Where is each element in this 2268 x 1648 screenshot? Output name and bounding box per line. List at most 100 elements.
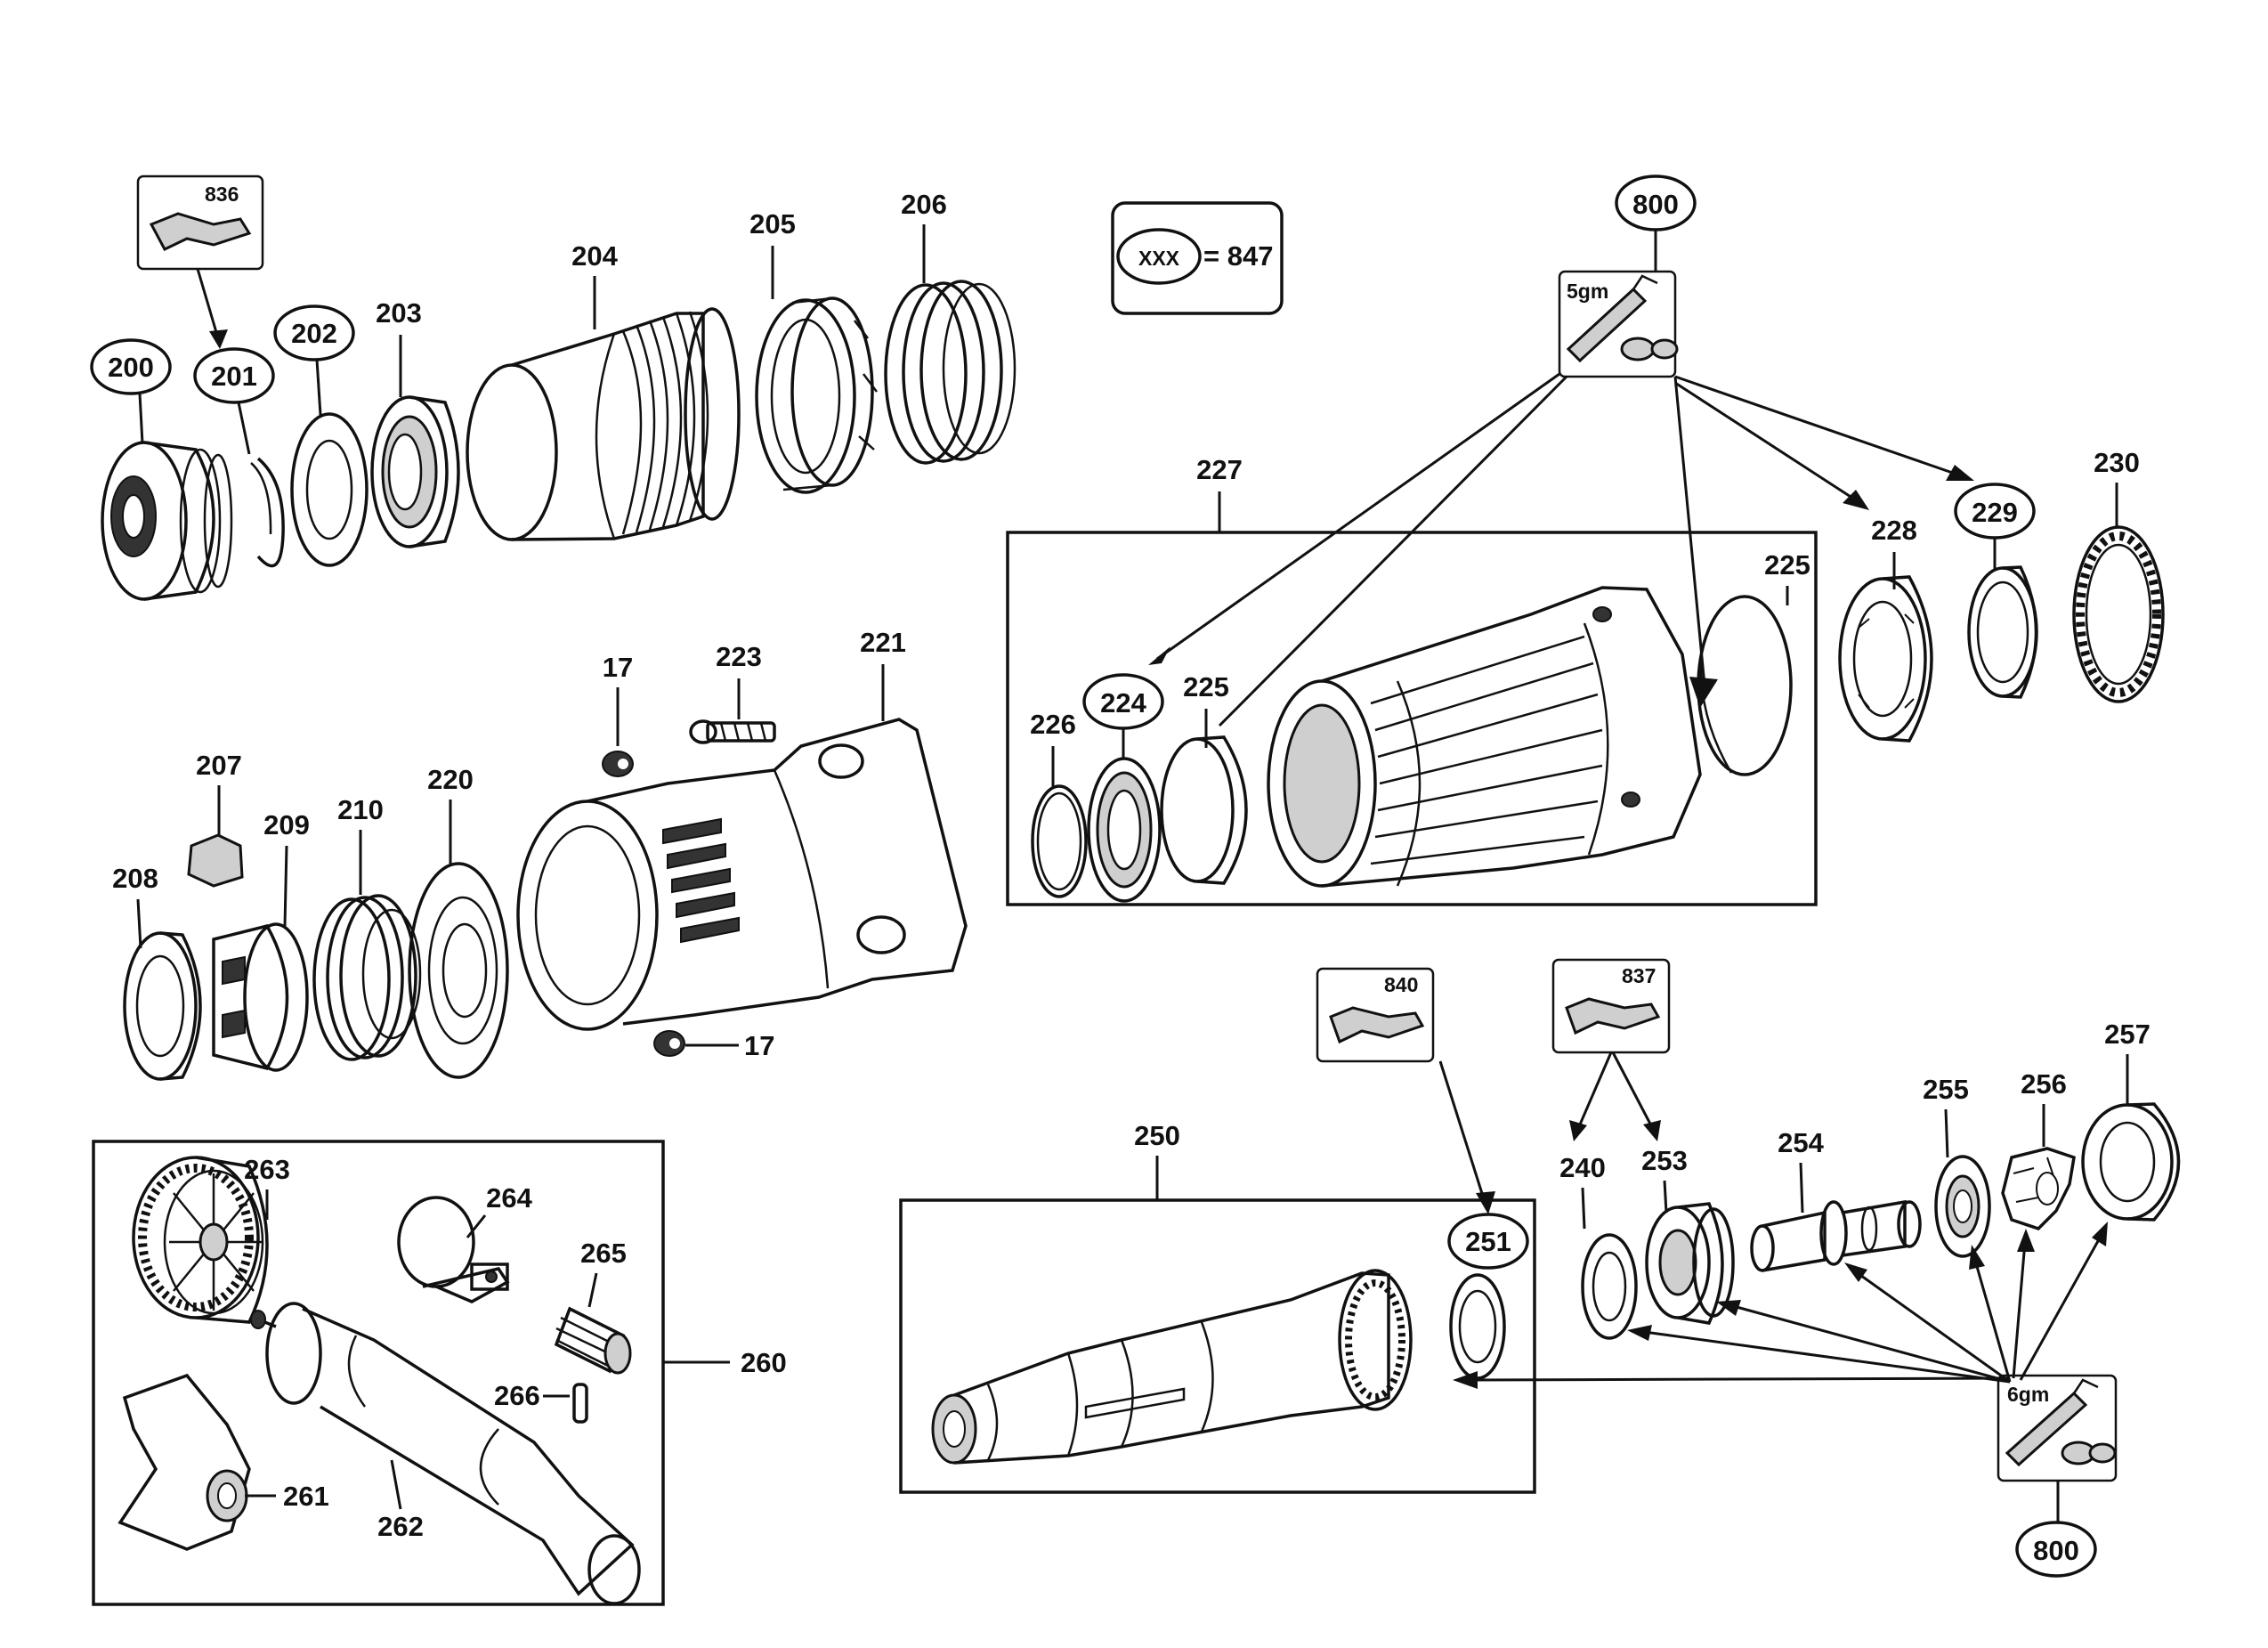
callout-17-upper: 17	[603, 652, 633, 683]
part-209[interactable]	[212, 922, 309, 1072]
part-255[interactable]	[1934, 1155, 1991, 1258]
leader-262	[390, 1459, 402, 1510]
callout-220: 220	[427, 764, 474, 795]
part-220[interactable]	[408, 862, 509, 1079]
callout-256: 256	[2021, 1068, 2067, 1100]
part-257[interactable]	[2081, 1102, 2181, 1222]
callout-230: 230	[2094, 447, 2140, 478]
part-200[interactable]	[101, 441, 233, 601]
kit-840-box[interactable]: 840	[1316, 967, 1435, 1063]
callout-255: 255	[1923, 1074, 1969, 1105]
leader-840	[1438, 1060, 1486, 1203]
kit-840-label: 840	[1384, 973, 1418, 996]
callout-201: 201	[193, 347, 275, 455]
kit-clip-icon	[149, 212, 252, 251]
grease-6gm-box[interactable]: 6gm	[1997, 1374, 2118, 1482]
part-224[interactable]	[1087, 757, 1162, 903]
part-204[interactable]	[466, 307, 741, 541]
part-17-lower[interactable]	[653, 1030, 685, 1057]
svg-text:202: 202	[291, 318, 337, 349]
grease-tube-icon	[1566, 274, 1679, 363]
part-206[interactable]	[884, 280, 1017, 465]
leader-264	[466, 1214, 487, 1238]
callout-206: 206	[901, 189, 947, 220]
kit-837-label: 837	[1622, 964, 1656, 987]
part-251[interactable]	[1449, 1273, 1506, 1380]
part-228[interactable]	[1838, 575, 1933, 743]
part-264[interactable]	[397, 1196, 510, 1303]
callout-800-top: 800	[1615, 175, 1697, 271]
legend-value: = 847	[1203, 240, 1273, 272]
part-266[interactable]	[572, 1383, 588, 1424]
part-205[interactable]	[755, 296, 878, 494]
callout-262: 262	[377, 1511, 424, 1542]
callout-208: 208	[112, 863, 158, 894]
kit-837-box[interactable]: 837	[1551, 958, 1671, 1054]
part-207[interactable]	[187, 833, 244, 888]
part-208[interactable]	[123, 931, 202, 1081]
callout-265: 265	[580, 1238, 627, 1269]
leader-265	[587, 1272, 598, 1308]
callout-257: 257	[2104, 1019, 2151, 1050]
leader-208	[136, 898, 142, 949]
kit-836-box[interactable]: 836	[136, 175, 264, 271]
part-229[interactable]	[1967, 565, 2038, 699]
part-225-outer[interactable]	[1697, 595, 1793, 776]
leader-255	[1944, 1108, 1949, 1158]
grease-5gm-box[interactable]: 5gm	[1558, 270, 1679, 378]
callout-253: 253	[1641, 1145, 1688, 1176]
callout-227: 227	[1196, 454, 1243, 485]
svg-text:201: 201	[211, 361, 257, 392]
part-262[interactable]	[250, 1302, 641, 1605]
kit-clip-icon	[1329, 1006, 1425, 1044]
callout-221: 221	[860, 627, 906, 658]
leader-209	[283, 845, 288, 927]
callout-228: 228	[1871, 515, 1917, 546]
part-254[interactable]	[1750, 1199, 1922, 1272]
part-203[interactable]	[370, 395, 460, 548]
part-261[interactable]	[117, 1373, 251, 1551]
part-202[interactable]	[290, 412, 369, 567]
callout-800-bottom: 800	[2015, 1481, 2097, 1578]
callout-264: 264	[486, 1182, 532, 1214]
arrowhead	[209, 329, 228, 349]
callout-205: 205	[749, 208, 796, 239]
part-225-inner[interactable]	[1160, 735, 1248, 885]
callout-17-lower: 17	[744, 1030, 774, 1061]
callout-204: 204	[571, 240, 618, 272]
callout-263: 263	[244, 1154, 290, 1185]
part-17-upper[interactable]	[602, 751, 634, 777]
svg-text:800: 800	[1632, 189, 1679, 220]
callout-266: 266	[494, 1380, 540, 1411]
leader-837-a	[1575, 1051, 1613, 1132]
arrowhead	[1643, 1120, 1661, 1141]
grease-6gm-label: 6gm	[2007, 1383, 2049, 1406]
kit-clip-icon	[1565, 997, 1661, 1035]
part-263[interactable]	[132, 1156, 269, 1324]
arrowhead	[1476, 1191, 1495, 1214]
callout-224: 224	[1082, 673, 1164, 759]
part-221[interactable]	[516, 718, 968, 1031]
part-cylinder-housing[interactable]	[1267, 586, 1702, 888]
part-230[interactable]	[2072, 525, 2165, 703]
callout-229: 229	[1954, 483, 2036, 570]
part-265[interactable]	[554, 1306, 632, 1375]
part-250-spindle[interactable]	[931, 1269, 1413, 1465]
part-223[interactable]	[689, 719, 776, 744]
part-256[interactable]	[2001, 1147, 2076, 1231]
callout-240: 240	[1559, 1152, 1606, 1183]
part-226[interactable]	[1031, 784, 1088, 898]
callout-200: 200	[90, 338, 172, 444]
leader-240	[1581, 1187, 1586, 1230]
callout-261: 261	[283, 1481, 329, 1512]
part-240[interactable]	[1581, 1233, 1638, 1340]
leader-836	[196, 268, 220, 339]
kit-836-label: 836	[205, 183, 239, 206]
part-201[interactable]	[250, 457, 285, 568]
callout-250: 250	[1134, 1120, 1180, 1151]
legend-box: XXX = 847	[1111, 201, 1284, 315]
grease-leaders-top	[1148, 372, 1974, 727]
part-210[interactable]	[312, 894, 422, 1061]
part-253[interactable]	[1645, 1202, 1735, 1325]
